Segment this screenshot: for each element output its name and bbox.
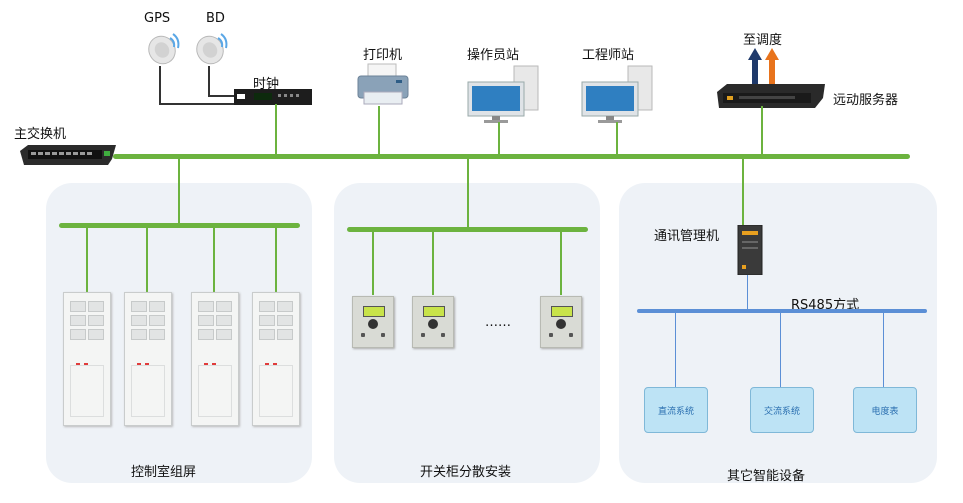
bd-cable — [208, 66, 210, 96]
clock-drop-line — [275, 104, 277, 156]
p1-bus — [59, 223, 300, 228]
satellite-dish-icon — [196, 33, 228, 65]
remote-server-label: 远动服务器 — [833, 93, 899, 108]
panel-title-control-room: 控制室组屏 — [131, 465, 197, 480]
p2-drop-1 — [372, 231, 374, 295]
operator-drop-line — [498, 122, 500, 156]
control-cabinet — [63, 292, 111, 426]
engineer-label: 工程师站 — [582, 48, 635, 63]
workstation-icon — [467, 65, 539, 123]
comm-manager-icon — [737, 224, 763, 276]
upload-arrows-icon — [748, 48, 779, 84]
switch-icon — [20, 145, 116, 165]
protection-relay — [412, 296, 454, 348]
engineer-drop-line — [616, 122, 618, 156]
gps-cable-h — [159, 103, 237, 105]
p2-drop-3 — [560, 231, 562, 295]
ellipsis-text: …… — [485, 315, 511, 330]
bd-cable-h — [208, 95, 237, 97]
panel-title-other-devices: 其它智能设备 — [727, 469, 806, 484]
engineer-station — [580, 62, 656, 124]
printer-drop-line — [378, 106, 380, 156]
p2-drop-2 — [432, 231, 434, 295]
comm-manager-device — [736, 224, 764, 276]
p2-feed-line — [467, 158, 469, 228]
satellite-dish-icon — [148, 33, 180, 65]
p1-drop-1 — [86, 227, 88, 293]
clock-server-icon — [234, 89, 312, 105]
control-cabinet — [252, 292, 300, 426]
p1-feed-line — [178, 158, 180, 224]
bd-antenna — [192, 28, 232, 68]
main-ethernet-bus — [113, 154, 910, 159]
p3-drop-1 — [675, 312, 676, 387]
p3-feed-line — [742, 158, 744, 226]
dispatch-label: 至调度 — [743, 33, 783, 48]
protection-relay — [352, 296, 394, 348]
p1-drop-4 — [275, 227, 277, 293]
gps-label: GPS — [144, 11, 171, 26]
dispatch-arrows — [747, 48, 781, 84]
gps-antenna — [144, 28, 184, 68]
control-cabinet — [191, 292, 239, 426]
printer-device — [356, 62, 410, 108]
panel-other-devices — [619, 183, 937, 483]
p1-drop-2 — [146, 227, 148, 293]
control-cabinet — [124, 292, 172, 426]
clock-device — [234, 89, 312, 105]
operator-station — [466, 62, 542, 124]
rs485-bus — [637, 309, 927, 313]
energy-meter-box: 电度表 — [853, 387, 917, 433]
printer-icon — [357, 63, 409, 105]
remote-drop-line — [761, 106, 763, 156]
main-switch-label: 主交换机 — [14, 127, 67, 142]
clock-label: 时钟 — [253, 77, 280, 92]
ac-system-box: 交流系统 — [750, 387, 814, 433]
p1-drop-3 — [213, 227, 215, 293]
rack-server-icon — [717, 84, 825, 108]
protection-relay — [540, 296, 582, 348]
p3-drop-3 — [883, 312, 884, 387]
dc-system-box: 直流系统 — [644, 387, 708, 433]
p2-bus — [347, 227, 588, 232]
comm-manager-label: 通讯管理机 — [654, 229, 720, 244]
p3-drop-2 — [780, 312, 781, 387]
remote-server-device — [717, 84, 825, 108]
bd-label: BD — [206, 11, 225, 26]
panel-title-switchgear: 开关柜分散安装 — [420, 465, 512, 480]
workstation-icon — [581, 65, 653, 123]
gps-cable — [159, 66, 161, 104]
main-switch-device — [20, 145, 116, 165]
operator-label: 操作员站 — [467, 48, 520, 63]
comm-manager-rs485-line — [747, 275, 748, 311]
printer-label: 打印机 — [363, 48, 403, 63]
